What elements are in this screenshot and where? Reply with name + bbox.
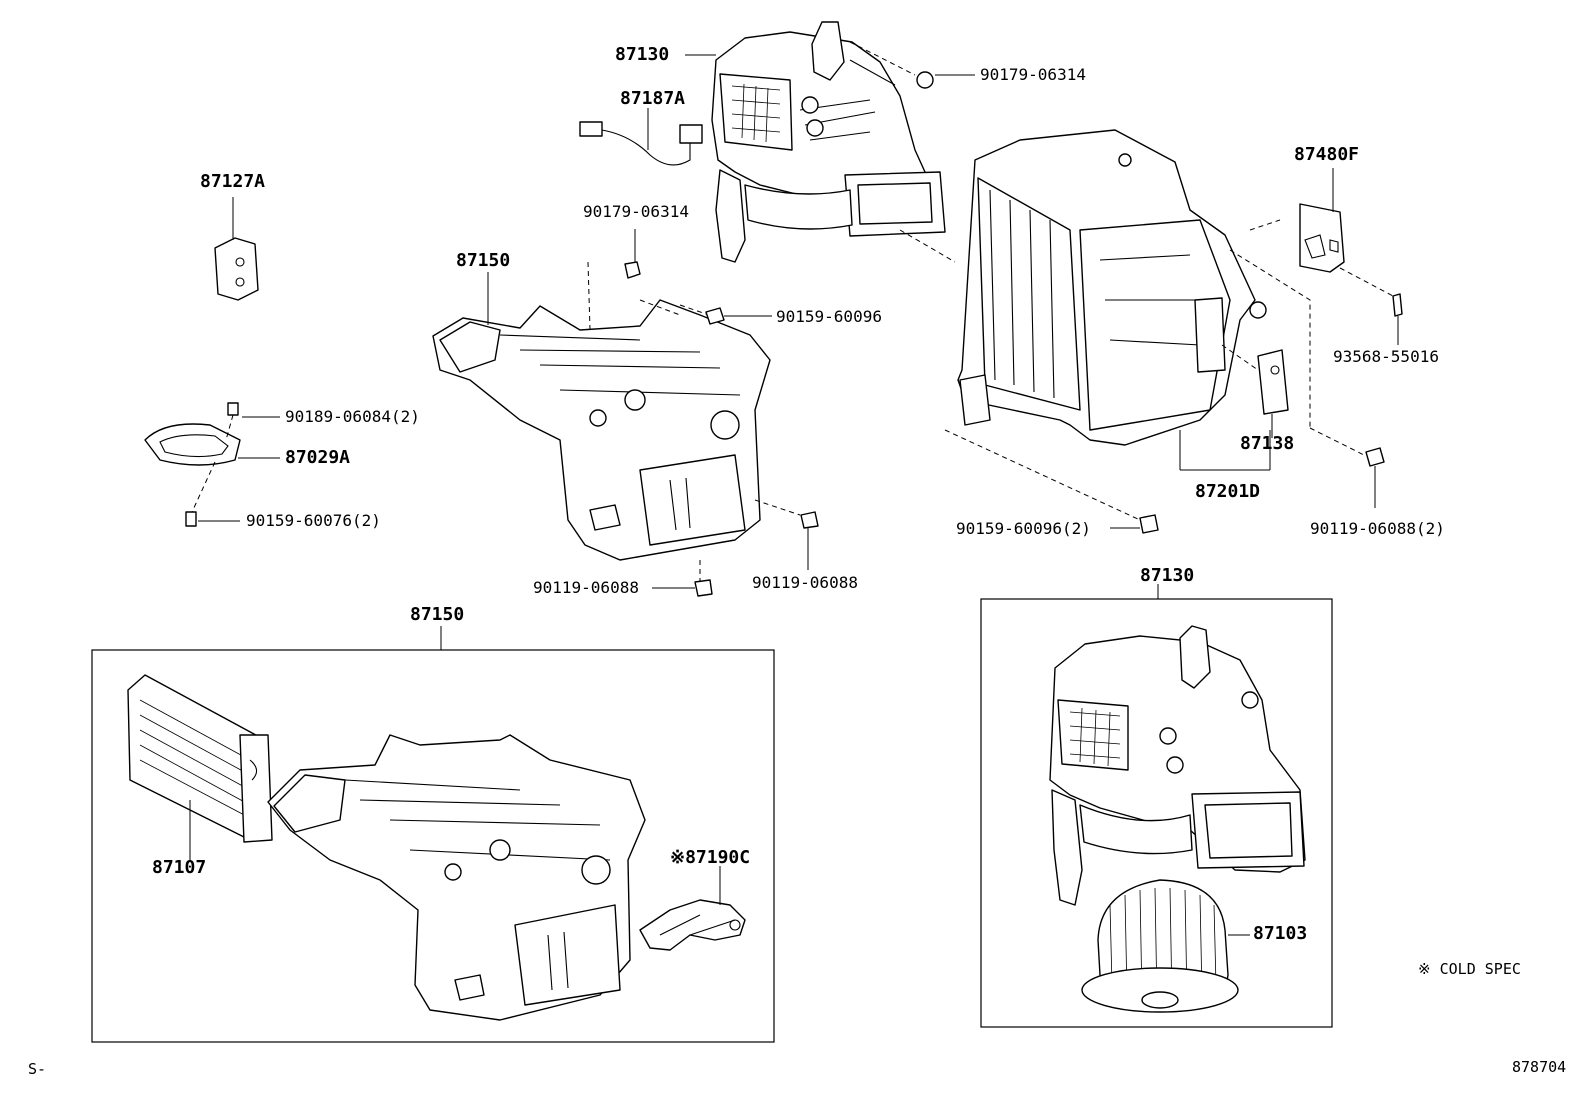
label-gasket-bolt: 90159-60076(2) <box>246 511 381 530</box>
amplifier-drawing <box>1299 168 1403 345</box>
label-amp-screw: 93568-55016 <box>1333 347 1439 366</box>
label-heater-core: 87107 <box>152 857 207 878</box>
label-gasket-screw: 90189-06084(2) <box>285 407 420 426</box>
label-top-blower-nut: 90179-06314 <box>980 65 1086 84</box>
label-box-heater: 87150 <box>410 604 465 625</box>
label-top-blower: 87130 <box>615 44 670 65</box>
blower-motor-drawing <box>1081 879 1250 1013</box>
label-pad: 87127A <box>200 171 266 192</box>
corner-left-code: S- <box>28 1060 47 1078</box>
evap-fasteners <box>1110 427 1385 534</box>
label-box-blower: 87130 <box>1140 565 1195 586</box>
heater-unit-detail-box <box>91 649 775 1043</box>
heater-unit-drawing <box>432 261 801 585</box>
blower-assembly-drawing <box>685 21 975 263</box>
heater-core-drawing <box>127 674 273 862</box>
label-case-nut: 90179-06314 <box>583 202 689 221</box>
label-resistor: 87138 <box>1240 433 1295 454</box>
label-evap-bolt-right: 90119-06088(2) <box>1310 519 1445 538</box>
label-heater-unit: 87150 <box>456 250 511 271</box>
resistor-drawing <box>1221 344 1289 438</box>
pad-drawing <box>214 197 259 301</box>
label-bolt-left: 90119-06088 <box>533 578 639 597</box>
cold-spec-part-drawing <box>639 866 746 951</box>
label-case-screw: 90159-60096 <box>776 307 882 326</box>
evaporator-unit-drawing <box>944 129 1311 521</box>
label-evap-bolt: 90159-60096(2) <box>956 519 1091 538</box>
wire-harness-drawing <box>579 108 703 166</box>
label-amplifier: 87480F <box>1294 144 1360 165</box>
label-blower-motor: 87103 <box>1253 923 1308 944</box>
label-evap-unit: 87201D <box>1195 481 1261 502</box>
box-blower-drawing <box>1049 625 1306 906</box>
gasket-drawing <box>144 402 280 527</box>
label-cold-spec-part: ※87190C <box>670 847 751 868</box>
label-gasket: 87029A <box>285 447 351 468</box>
box-heater-unit-drawing <box>267 734 646 1021</box>
label-bolt-right: 90119-06088 <box>752 573 858 592</box>
blower-detail-box <box>980 598 1333 1028</box>
cold-spec-note: ※ COLD SPEC <box>1418 960 1521 978</box>
heater-fasteners <box>624 229 819 597</box>
diagram-number: 878704 <box>1512 1058 1567 1076</box>
label-wire-harness: 87187A <box>620 88 686 109</box>
